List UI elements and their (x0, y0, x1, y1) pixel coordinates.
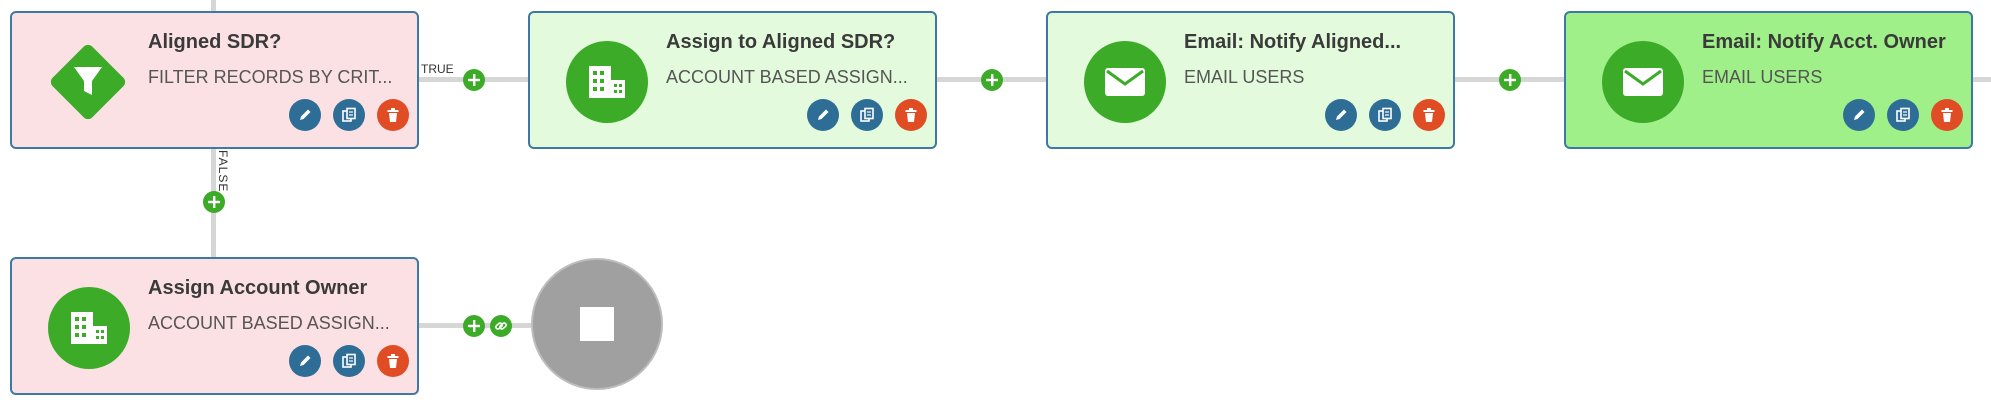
node-actions (289, 99, 409, 131)
true-branch-label: TRUE (421, 62, 454, 76)
delete-button[interactable] (895, 99, 927, 131)
node-title: Email: Notify Acct. Owner (1702, 31, 1946, 53)
trash-icon (387, 108, 399, 122)
trash-icon (1941, 108, 1953, 122)
stop-icon (580, 307, 614, 341)
node-subtitle: FILTER RECORDS BY CRIT... (148, 67, 393, 87)
copy-icon (342, 107, 356, 122)
copy-icon (342, 353, 356, 368)
node-title: Email: Notify Aligned... (1184, 31, 1402, 53)
pencil-icon (818, 109, 829, 120)
pencil-icon (300, 355, 311, 366)
plus-icon (208, 196, 220, 208)
add-step-true-button[interactable] (463, 69, 485, 91)
envelope-icon (1084, 41, 1166, 123)
add-step-button-3[interactable] (1499, 69, 1521, 91)
node-aligned-sdr[interactable]: Aligned SDR? FILTER RECORDS BY CRIT... (10, 11, 419, 149)
building-icon (566, 41, 648, 123)
add-step-button-2[interactable] (981, 69, 1003, 91)
add-step-button-5[interactable] (463, 315, 485, 337)
delete-button[interactable] (377, 345, 409, 377)
pencil-icon (1336, 109, 1347, 120)
node-title: Aligned SDR? (148, 31, 282, 53)
plus-icon (986, 74, 998, 86)
edit-button[interactable] (1843, 99, 1875, 131)
node-title: Assign to Aligned SDR? (666, 31, 896, 53)
trash-icon (1423, 108, 1435, 122)
copy-button[interactable] (1369, 99, 1401, 131)
funnel-icon (41, 35, 135, 129)
delete-button[interactable] (377, 99, 409, 131)
building-icon (48, 287, 130, 369)
copy-icon (1378, 107, 1392, 122)
node-subtitle: EMAIL USERS (1702, 67, 1823, 87)
link-icon (495, 322, 507, 330)
node-email-notify-aligned[interactable]: Email: Notify Aligned... EMAIL USERS (1046, 11, 1455, 149)
node-actions (289, 345, 409, 377)
node-actions (1843, 99, 1963, 131)
copy-icon (1896, 107, 1910, 122)
delete-button[interactable] (1413, 99, 1445, 131)
edit-button[interactable] (807, 99, 839, 131)
node-actions (1325, 99, 1445, 131)
link-step-button[interactable] (490, 315, 512, 337)
plus-icon (1504, 74, 1516, 86)
plus-icon (468, 320, 480, 332)
trash-icon (387, 354, 399, 368)
node-email-notify-owner[interactable]: Email: Notify Acct. Owner EMAIL USERS (1564, 11, 1973, 149)
node-subtitle: EMAIL USERS (1184, 67, 1305, 87)
false-branch-label: FALSE (216, 150, 230, 193)
envelope-icon (1602, 41, 1684, 123)
edit-button[interactable] (1325, 99, 1357, 131)
pencil-icon (300, 109, 311, 120)
node-assign-account-owner[interactable]: Assign Account Owner ACCOUNT BASED ASSIG… (10, 257, 419, 395)
node-title: Assign Account Owner (148, 277, 368, 299)
edit-button[interactable] (289, 345, 321, 377)
copy-button[interactable] (1887, 99, 1919, 131)
node-subtitle: ACCOUNT BASED ASSIGN... (148, 313, 390, 333)
trash-icon (905, 108, 917, 122)
node-actions (807, 99, 927, 131)
node-assign-aligned-sdr[interactable]: Assign to Aligned SDR? ACCOUNT BASED ASS… (528, 11, 937, 149)
copy-button[interactable] (333, 345, 365, 377)
connector-top-vertical (211, 0, 216, 12)
delete-button[interactable] (1931, 99, 1963, 131)
copy-button[interactable] (851, 99, 883, 131)
copy-icon (860, 107, 874, 122)
add-step-false-button[interactable] (203, 191, 225, 213)
plus-icon (468, 74, 480, 86)
stop-node[interactable] (531, 258, 663, 390)
node-subtitle: ACCOUNT BASED ASSIGN... (666, 67, 908, 87)
edit-button[interactable] (289, 99, 321, 131)
pencil-icon (1854, 109, 1865, 120)
connector-4-out (1973, 77, 1991, 82)
copy-button[interactable] (333, 99, 365, 131)
